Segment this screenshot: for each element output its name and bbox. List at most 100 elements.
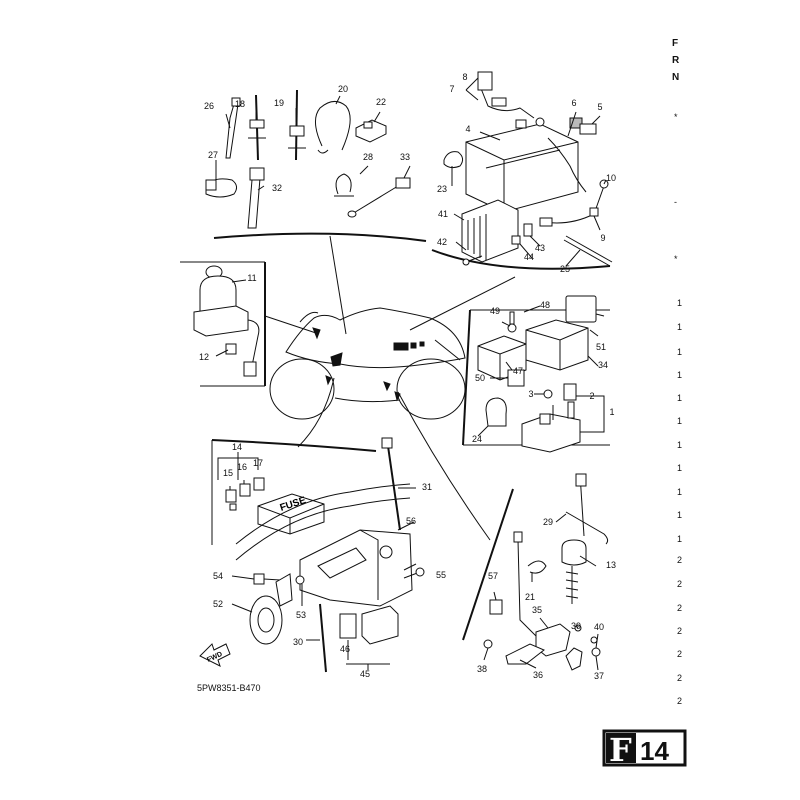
callout-number: 56	[406, 516, 416, 526]
callout-number: 41	[438, 209, 448, 219]
main-switch-group	[193, 265, 260, 377]
callout-number: 16	[237, 462, 247, 472]
callout-number: 20	[338, 84, 348, 94]
callout-number: 33	[400, 152, 410, 162]
right-column-number: 2	[677, 649, 682, 659]
control-unit	[525, 319, 589, 371]
callout-number: 11	[247, 273, 256, 283]
callout-number: 13	[606, 560, 616, 570]
right-column-number: 1	[677, 534, 682, 544]
header-letter: N	[672, 72, 679, 83]
leader-lines	[215, 77, 607, 671]
frame-lines	[180, 232, 611, 641]
callout-number: 34	[598, 360, 608, 370]
callout-number: 54	[213, 571, 223, 581]
callout-number: 57	[488, 571, 498, 581]
fuse-horn-group: FUSE	[225, 437, 425, 673]
callout-number: 5	[597, 102, 602, 112]
right-column-number: 1	[677, 322, 682, 332]
callout-number: 28	[363, 152, 373, 162]
battery-group	[443, 71, 613, 267]
battery-location-marker	[393, 342, 409, 351]
callout-number: 15	[223, 468, 233, 478]
sidestand-group	[483, 473, 609, 671]
bracket	[299, 529, 413, 607]
motorcycle-outline	[269, 307, 466, 420]
callout-number: 25	[560, 264, 570, 274]
callout-number: 37	[594, 671, 604, 681]
right-column-number: 2	[677, 696, 682, 706]
right-column-number: 2	[677, 603, 682, 613]
callout-number: 40	[594, 622, 604, 632]
callout-number: 23	[437, 184, 447, 194]
callout-number: 46	[340, 644, 350, 654]
callout-number: 8	[462, 72, 467, 82]
callout-number: 55	[436, 570, 446, 580]
callout-number: 1	[609, 407, 614, 417]
callout-number: 50	[475, 373, 485, 383]
right-column-number: 1	[677, 298, 682, 308]
side-mark: -	[674, 197, 677, 207]
callout-number: 35	[532, 605, 542, 615]
right-column-number: 2	[677, 579, 682, 589]
right-column-number: 1	[677, 510, 682, 520]
callout-number: 12	[199, 352, 209, 362]
right-column-number: 1	[677, 487, 682, 497]
callout-number: 3	[528, 389, 533, 399]
callout-number: 7	[449, 84, 454, 94]
side-marks: * - *	[674, 112, 678, 264]
page-box-letter: F	[609, 731, 632, 769]
right-column-number: 1	[677, 416, 682, 426]
callout-number: 17	[253, 458, 263, 468]
regulator	[461, 199, 519, 263]
callout-number: 44	[524, 252, 534, 262]
page-box-number: 14	[640, 736, 669, 766]
right-column-number: 1	[677, 393, 682, 403]
starter-relay	[521, 413, 581, 453]
band-part	[225, 103, 239, 159]
right-column-number: 2	[677, 626, 682, 636]
header-letter: F	[672, 38, 678, 49]
switch	[561, 539, 587, 566]
header-letter: R	[672, 55, 680, 66]
horn	[249, 595, 283, 645]
right-column-number: 1	[677, 463, 682, 473]
battery	[465, 123, 579, 213]
callout-number: 4	[465, 124, 470, 134]
callout-number: 9	[600, 233, 605, 243]
header-letters: F R N	[672, 38, 680, 83]
relay-group	[477, 295, 605, 453]
callout-number: 45	[360, 669, 370, 679]
callout-number: 42	[437, 237, 447, 247]
callout-number: 14	[232, 442, 242, 452]
callout-number: 19	[274, 98, 284, 108]
drawing-code: 5PW8351-B470	[197, 683, 261, 693]
callout-number: 47	[513, 366, 523, 376]
callout-number: 21	[525, 592, 535, 602]
callout-number: 43	[535, 243, 545, 253]
callout-number: 31	[422, 482, 432, 492]
callout-number: 6	[571, 98, 576, 108]
right-column-number: 2	[677, 673, 682, 683]
right-column-number: 1	[677, 440, 682, 450]
callout-number: 52	[213, 599, 223, 609]
callout-number: 51	[596, 342, 606, 352]
callout-number: 2	[589, 391, 594, 401]
side-mark: *	[674, 112, 678, 122]
right-column-number: 1	[677, 370, 682, 380]
clamp-band-group	[205, 89, 411, 229]
callout-number: 36	[533, 670, 543, 680]
side-mark: *	[674, 254, 678, 264]
callout-number: 18	[235, 99, 245, 109]
callout-number: 24	[472, 434, 482, 444]
right-column-number: 2	[677, 555, 682, 565]
callout-number: 38	[477, 664, 487, 674]
callout-number: 48	[540, 300, 550, 310]
fwd-arrow-icon: FWD	[199, 643, 231, 667]
callout-number: 49	[490, 306, 500, 316]
callout-number: 30	[293, 637, 303, 647]
callout-number: 39	[571, 621, 581, 631]
